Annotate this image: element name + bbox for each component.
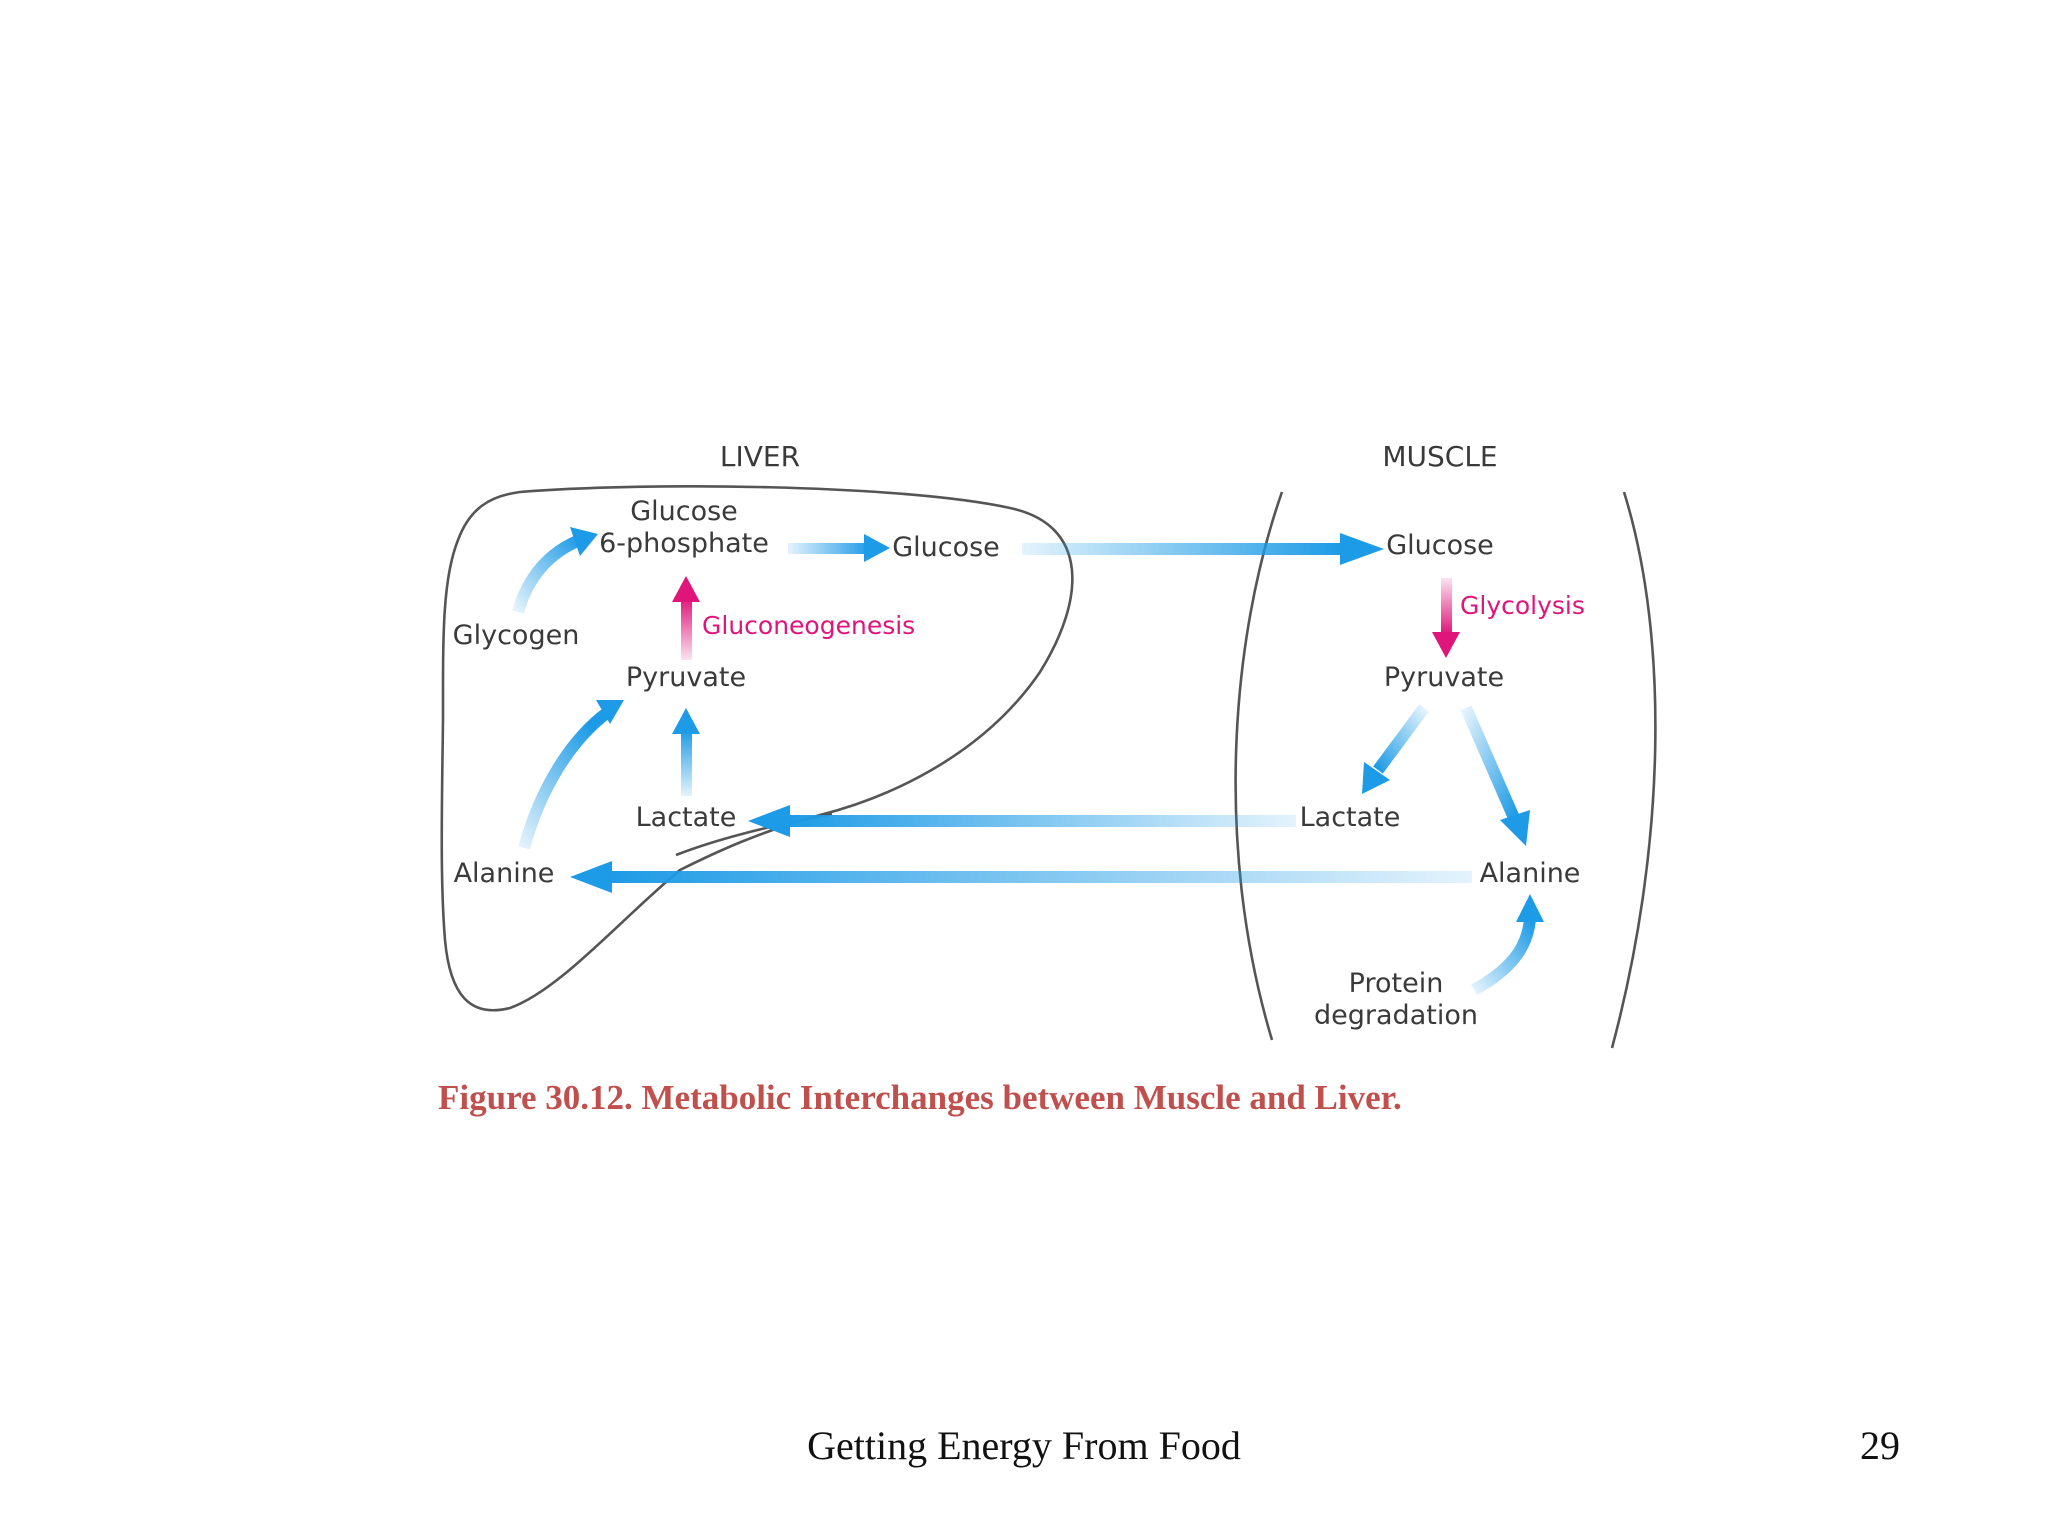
page-number: 29 (1860, 1423, 1900, 1468)
figure-caption: Figure 30.12. Metabolic Interchanges bet… (438, 1078, 1402, 1117)
arrow-alanine-to-pyruvate (518, 700, 624, 850)
glycolysis-label: Glycolysis (1460, 591, 1585, 620)
liver-glucose-label: Glucose (892, 532, 1000, 563)
protein-degradation-line1: Protein (1349, 968, 1444, 999)
arrow-pyruvate-to-lactate (1362, 704, 1429, 794)
liver-alanine-label: Alanine (454, 858, 555, 889)
muscle-right-bracket (1610, 491, 1657, 1049)
arrow-lactate-to-pyruvate (672, 708, 700, 796)
arrow-gluconeogenesis (672, 576, 700, 660)
muscle-alanine-label: Alanine (1480, 858, 1581, 889)
muscle-pyruvate-label: Pyruvate (1384, 662, 1504, 693)
muscle-glucose-label: Glucose (1386, 530, 1494, 561)
arrow-g6p-to-glucose (788, 534, 890, 562)
liver-glucose-6-phosphate-line2: 6-phosphate (599, 528, 769, 559)
muscle-header: MUSCLE (1382, 440, 1497, 473)
arrow-protein-degradation-to-alanine (1471, 894, 1544, 996)
arrow-glycolysis (1432, 578, 1460, 658)
liver-pyruvate-label: Pyruvate (626, 662, 746, 693)
arrow-liver-glucose-to-muscle-glucose (1022, 533, 1384, 565)
liver-header: LIVER (720, 440, 800, 473)
arrow-muscle-alanine-to-liver-alanine (570, 861, 1472, 893)
arrow-glycogen-to-g6p (512, 527, 598, 614)
liver-outline (440, 485, 1074, 1012)
protein-degradation-line2: degradation (1314, 1000, 1478, 1031)
gluconeogenesis-label: Gluconeogenesis (702, 611, 915, 640)
arrow-muscle-lactate-to-liver-lactate (748, 805, 1296, 837)
liver-lactate-label: Lactate (636, 802, 737, 833)
footer-title: Getting Energy From Food (807, 1423, 1241, 1468)
liver-glycogen-label: Glycogen (453, 620, 580, 651)
arrow-pyruvate-to-alanine (1460, 705, 1530, 846)
muscle-lactate-label: Lactate (1300, 802, 1401, 833)
liver-glucose-6-phosphate-line1: Glucose (630, 496, 738, 527)
muscle-left-bracket (1234, 491, 1284, 1041)
